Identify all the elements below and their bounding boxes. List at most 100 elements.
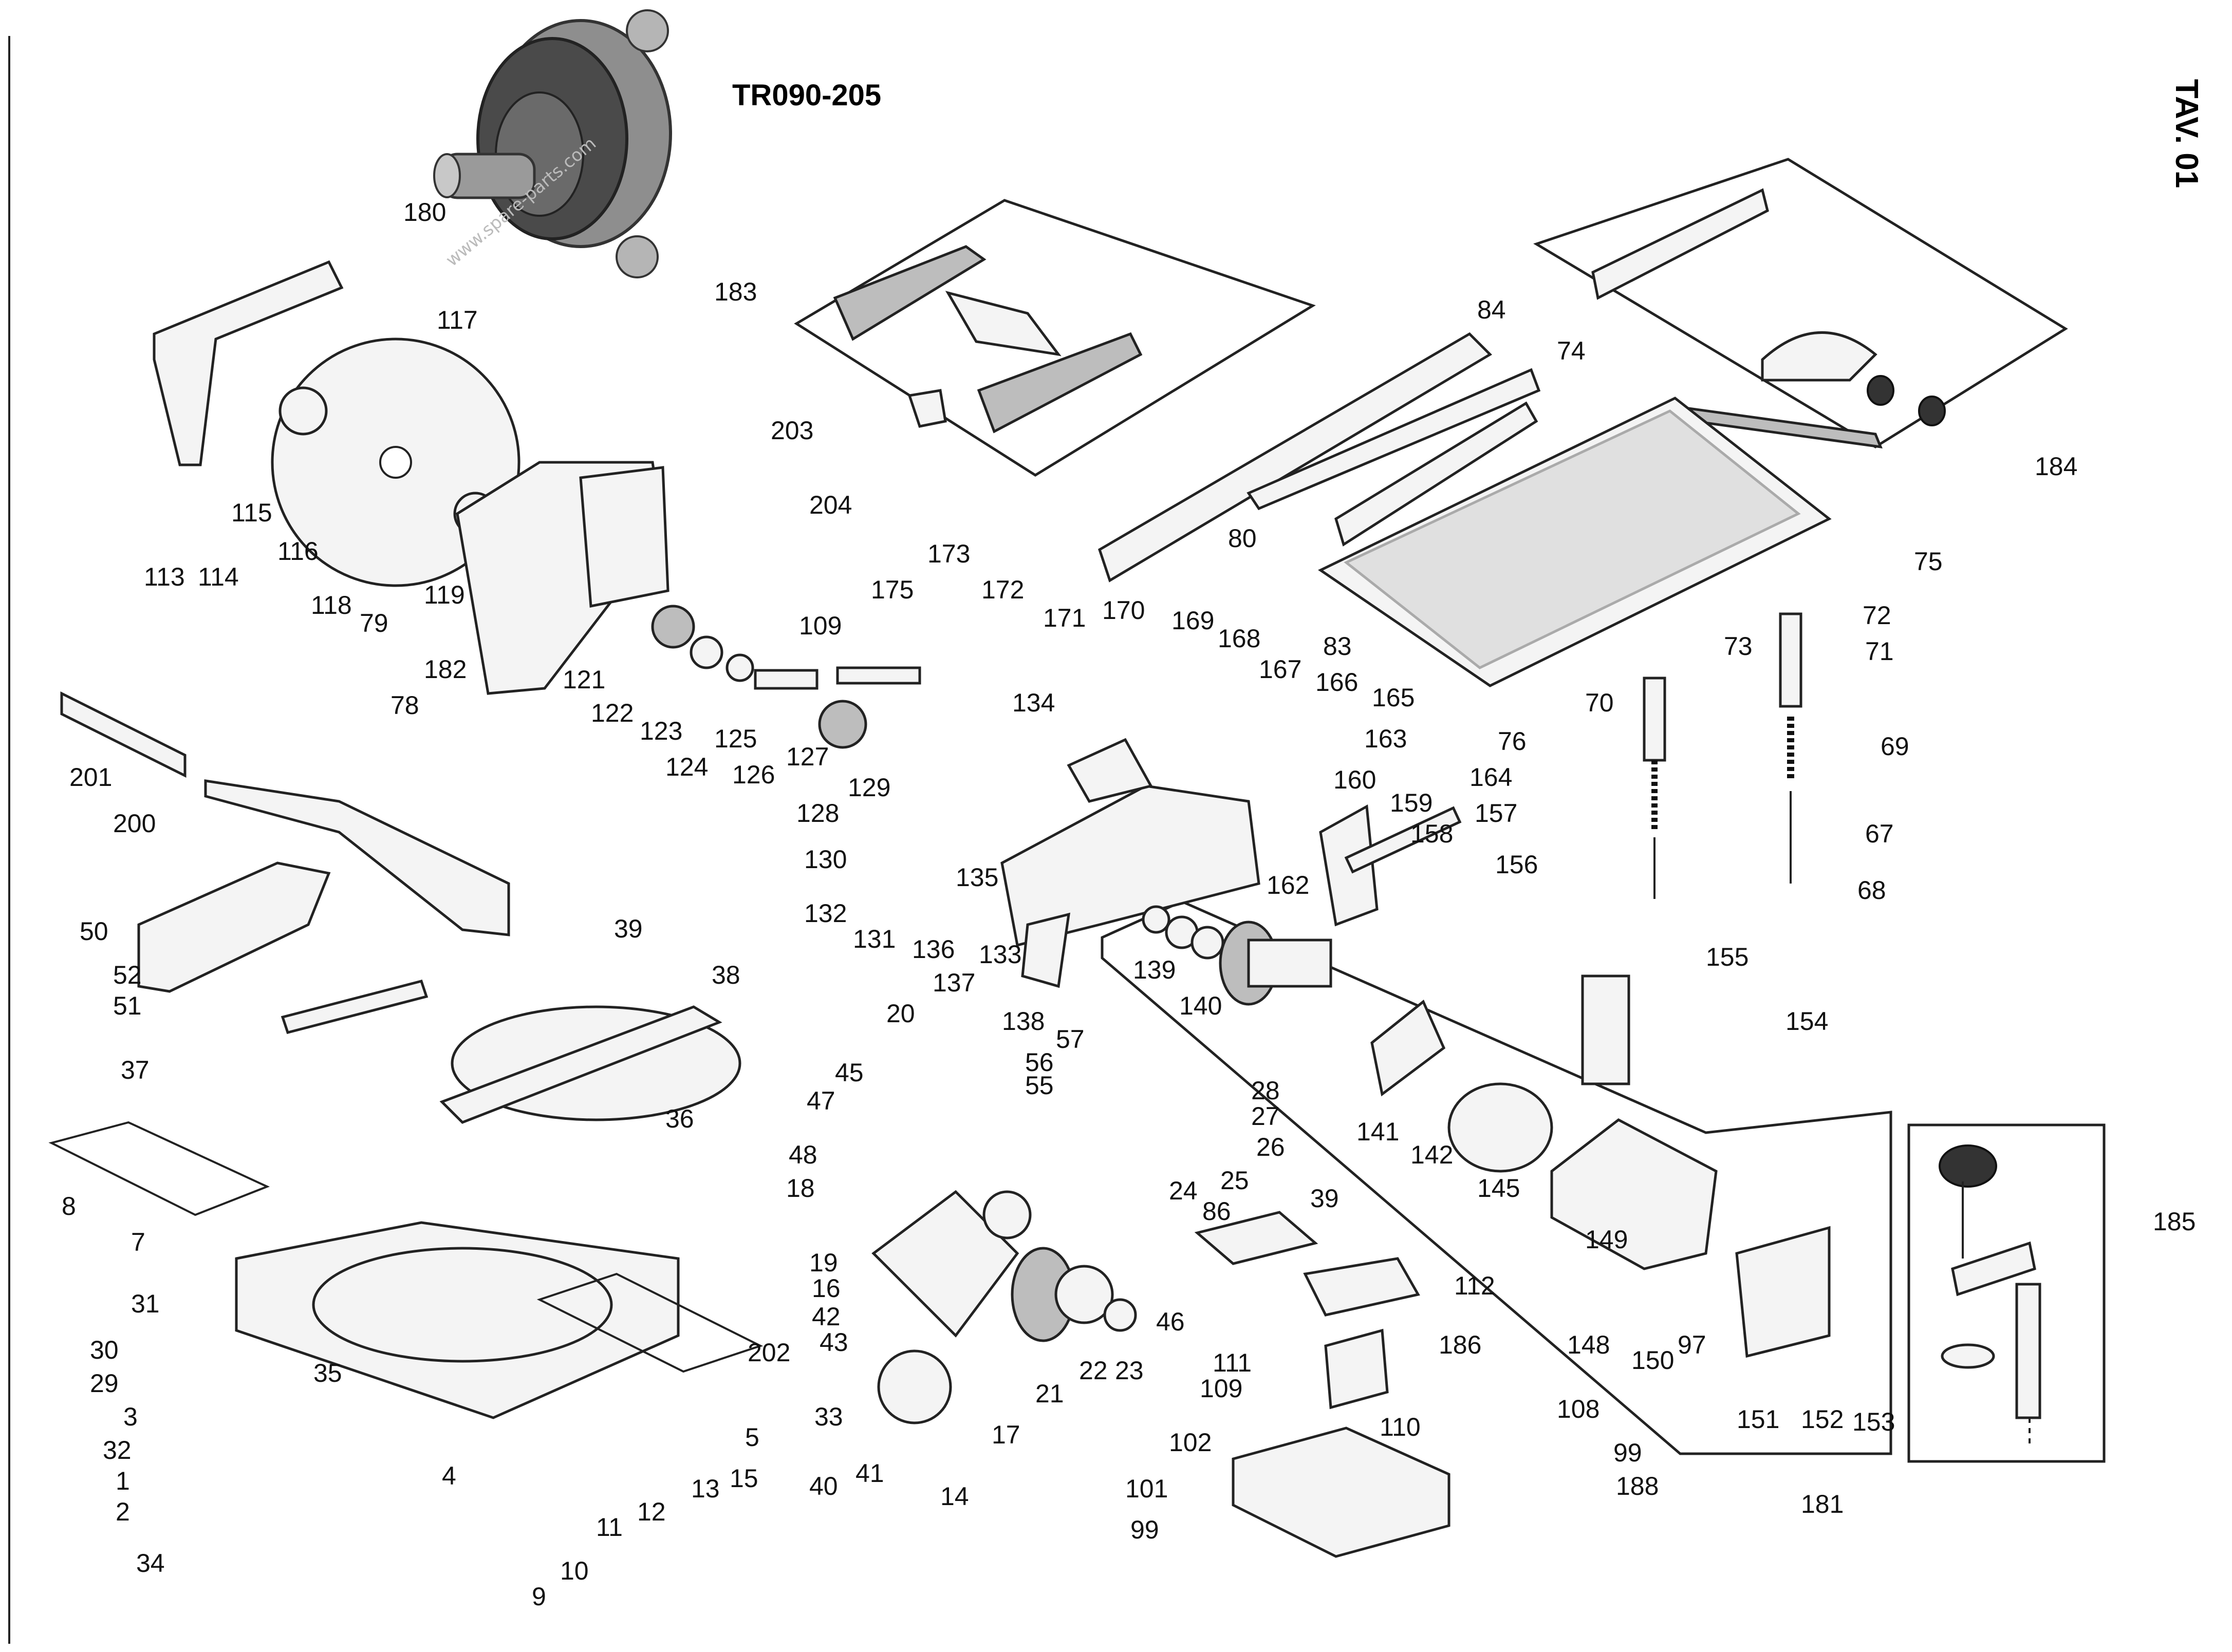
callout-c138: 138 [1002, 1007, 1045, 1036]
callout-c160: 160 [1333, 765, 1376, 794]
callout-c21: 21 [1035, 1379, 1064, 1408]
ring-125 [726, 653, 754, 682]
rip-fence [1591, 188, 1769, 300]
callout-c32: 32 [103, 1436, 132, 1465]
callout-c99b: 99 [1130, 1515, 1159, 1544]
bearing-123 [651, 605, 695, 649]
callout-c163: 163 [1364, 724, 1407, 753]
callout-c126: 126 [732, 760, 775, 789]
gear-housing-19 [871, 1190, 1019, 1338]
callout-c180: 180 [403, 198, 446, 227]
callout-c99a: 99 [1613, 1438, 1642, 1467]
callout-c133: 133 [979, 940, 1021, 969]
callout-c172: 172 [981, 575, 1024, 604]
switch-186 [1324, 1328, 1389, 1410]
callout-c168: 168 [1218, 624, 1260, 653]
plate-155 [1581, 974, 1630, 1085]
callout-c52: 52 [113, 961, 142, 989]
washer-185 [1941, 1343, 1995, 1369]
motor-cover-97 [1550, 1118, 1718, 1270]
callout-c142: 142 [1410, 1140, 1453, 1169]
support-rail [536, 1272, 764, 1373]
bushing-23 [1103, 1298, 1137, 1332]
washer-139 [1142, 905, 1170, 934]
blade-guard-169 [1067, 738, 1153, 803]
callout-c16: 16 [812, 1274, 841, 1303]
callout-c109a: 109 [799, 611, 842, 640]
callout-c38: 38 [712, 961, 740, 989]
callout-c139: 139 [1133, 955, 1176, 984]
leg-69 [1779, 612, 1802, 708]
callout-c153: 153 [1852, 1407, 1895, 1436]
callout-c204: 204 [809, 491, 852, 519]
callout-c71: 71 [1865, 637, 1894, 666]
box-112b [1303, 1257, 1420, 1317]
callout-c56: 56 [1025, 1048, 1054, 1077]
callout-c23: 23 [1115, 1356, 1144, 1385]
callout-c170: 170 [1102, 596, 1145, 625]
callout-c30: 30 [90, 1336, 119, 1364]
callout-c26: 26 [1256, 1133, 1285, 1161]
callout-c155: 155 [1706, 943, 1749, 971]
callout-c43: 43 [820, 1328, 848, 1357]
callout-c130: 130 [804, 845, 847, 874]
callout-c57: 57 [1056, 1025, 1085, 1054]
riving-plate-80 [1334, 401, 1538, 547]
callout-c135: 135 [956, 863, 998, 892]
callout-c102: 102 [1169, 1428, 1212, 1457]
knob-a [1867, 375, 1894, 406]
callout-c1: 1 [116, 1467, 130, 1495]
callout-c41: 41 [855, 1459, 884, 1488]
callout-c131: 131 [853, 925, 896, 953]
gear-128 [818, 700, 867, 749]
callout-c28: 28 [1251, 1076, 1280, 1105]
callout-c101: 101 [1125, 1474, 1168, 1503]
callout-c119: 119 [424, 580, 465, 609]
callout-c122: 122 [591, 699, 634, 727]
callout-c86: 86 [1202, 1197, 1231, 1226]
callout-c188: 188 [1616, 1472, 1659, 1500]
callout-c36: 36 [665, 1104, 694, 1133]
group-185-box [1907, 1123, 2106, 1463]
callout-c9: 9 [532, 1582, 546, 1611]
group-183-rail [977, 332, 1143, 434]
callout-c182: 182 [424, 655, 467, 684]
flange-116 [278, 386, 328, 436]
group-184-box [1533, 158, 2068, 448]
extension-rail-74 [1247, 368, 1541, 511]
callout-c13: 13 [691, 1474, 720, 1503]
callout-c3: 3 [123, 1402, 138, 1431]
callout-c22: 22 [1079, 1356, 1108, 1385]
callout-c19: 19 [809, 1248, 838, 1277]
callout-c74: 74 [1557, 336, 1586, 365]
callout-c2: 2 [116, 1497, 130, 1526]
callout-c55: 55 [1025, 1071, 1054, 1100]
callout-c11: 11 [596, 1513, 623, 1542]
callout-c124: 124 [665, 753, 708, 781]
callout-c109b: 109 [1200, 1374, 1242, 1403]
extension-arm-84 [1098, 332, 1493, 583]
stator-145 [1447, 1082, 1553, 1173]
callout-c171: 171 [1043, 604, 1086, 632]
callout-c72: 72 [1863, 601, 1891, 630]
callout-c123: 123 [640, 717, 682, 745]
callout-c33: 33 [814, 1402, 843, 1431]
callout-c37: 37 [121, 1056, 150, 1084]
gear-assembly-photo [433, 9, 672, 278]
callout-c145: 145 [1477, 1174, 1520, 1203]
callout-c50: 50 [80, 917, 108, 946]
callout-c84: 84 [1477, 295, 1506, 324]
callout-c4: 4 [442, 1461, 456, 1490]
callout-c113: 113 [144, 562, 185, 591]
arm-plate [579, 466, 669, 608]
callout-c12: 12 [637, 1497, 666, 1526]
callout-c158: 158 [1410, 819, 1453, 848]
callout-c27: 27 [1251, 1102, 1280, 1131]
knob-185 [1939, 1144, 1997, 1188]
callout-c156: 156 [1495, 850, 1538, 879]
callout-c140: 140 [1179, 991, 1222, 1020]
callout-c78: 78 [390, 691, 419, 720]
callout-c17: 17 [992, 1420, 1020, 1449]
callout-c154: 154 [1785, 1007, 1828, 1036]
callout-c127: 127 [786, 742, 829, 771]
